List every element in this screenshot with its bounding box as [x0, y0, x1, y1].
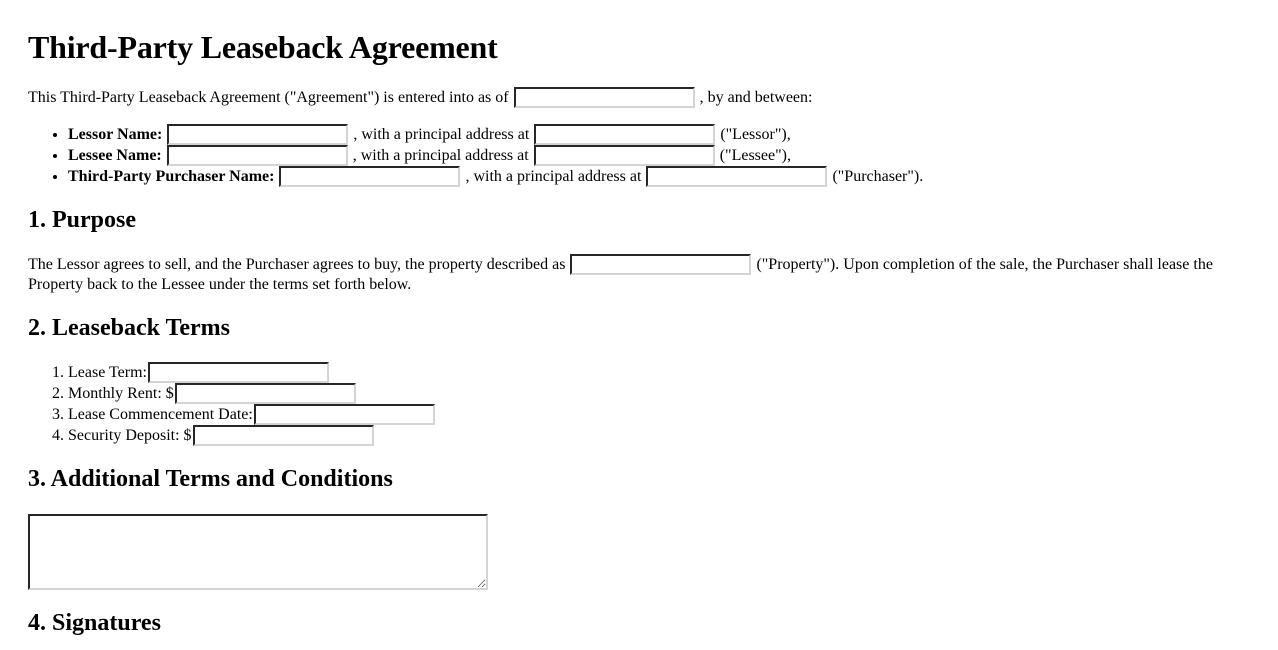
lessee-suffix: ("Lessee"),: [719, 146, 791, 164]
lessee-name-input[interactable]: [166, 144, 348, 166]
leaseback-terms-list: Lease Term: Monthly Rent: $ Lease Commen…: [28, 362, 1250, 447]
lessee-address-prefix: , with a principal address at: [352, 146, 529, 164]
lessor-address-input[interactable]: [534, 123, 716, 145]
lessor-name-input[interactable]: [167, 123, 349, 145]
monthly-rent-label: Monthly Rent:: [68, 385, 162, 403]
additional-terms-textarea[interactable]: [28, 514, 488, 591]
lessor-name-label: Lessor Name:: [68, 125, 163, 143]
lease-term-label: Lease Term:: [68, 364, 147, 382]
purchaser-name-label: Third-Party Purchaser Name:: [68, 167, 275, 185]
intro-text-before-date: This Third-Party Leaseback Agreement ("A…: [28, 88, 509, 106]
security-deposit-input[interactable]: [192, 425, 374, 447]
lease-commencement-date-label: Lease Commencement Date:: [68, 406, 253, 424]
list-item-lease-commencement-date: Lease Commencement Date:: [68, 404, 1250, 426]
purpose-text-after: ("Property"). Upon completion of the sal…: [28, 256, 1213, 294]
list-item-lessee: Lessee Name: , with a principal address …: [68, 144, 1250, 166]
lessee-name-label: Lessee Name:: [68, 146, 162, 164]
purchaser-address-prefix: , with a principal address at: [465, 167, 642, 185]
list-item-lease-term: Lease Term:: [68, 362, 1250, 384]
list-item-security-deposit: Security Deposit: $: [68, 425, 1250, 447]
lessor-suffix: ("Lessor"),: [720, 125, 791, 143]
intro-paragraph: This Third-Party Leaseback Agreement ("A…: [28, 86, 1250, 108]
section-heading-leaseback-terms: 2. Leaseback Terms: [28, 314, 231, 341]
intro-text-after-date: , by and between:: [699, 88, 813, 106]
section-heading-purpose: 1. Purpose: [28, 206, 136, 233]
party-list: Lessor Name: , with a principal address …: [28, 123, 1250, 187]
purpose-paragraph: The Lessor agrees to sell, and the Purch…: [28, 254, 1250, 295]
property-description-input[interactable]: [570, 254, 752, 276]
lessor-address-prefix: , with a principal address at: [353, 125, 530, 143]
lease-commencement-date-input[interactable]: [253, 404, 435, 426]
additional-terms-field-wrap: [28, 514, 1250, 591]
monthly-rent-currency-prefix: $: [165, 385, 174, 403]
purpose-text-before: The Lessor agrees to sell, and the Purch…: [28, 256, 566, 274]
lessee-address-input[interactable]: [533, 144, 715, 166]
monthly-rent-input[interactable]: [174, 383, 356, 405]
section-heading-signatures: 4. Signatures: [28, 610, 161, 637]
list-item-purchaser: Third-Party Purchaser Name: , with a pri…: [68, 165, 1250, 187]
security-deposit-currency-prefix: $: [183, 427, 192, 445]
purchaser-name-input[interactable]: [279, 165, 461, 187]
section-heading-additional-terms: 3. Additional Terms and Conditions: [28, 466, 393, 493]
agreement-date-input[interactable]: [513, 86, 695, 108]
list-item-monthly-rent: Monthly Rent: $: [68, 383, 1250, 405]
lease-term-input[interactable]: [148, 362, 329, 384]
list-item-lessor: Lessor Name: , with a principal address …: [68, 123, 1250, 145]
security-deposit-label: Security Deposit:: [68, 427, 180, 445]
page-title: Third-Party Leaseback Agreement: [28, 29, 498, 65]
purchaser-suffix: ("Purchaser").: [832, 167, 924, 185]
purchaser-address-input[interactable]: [646, 165, 828, 187]
